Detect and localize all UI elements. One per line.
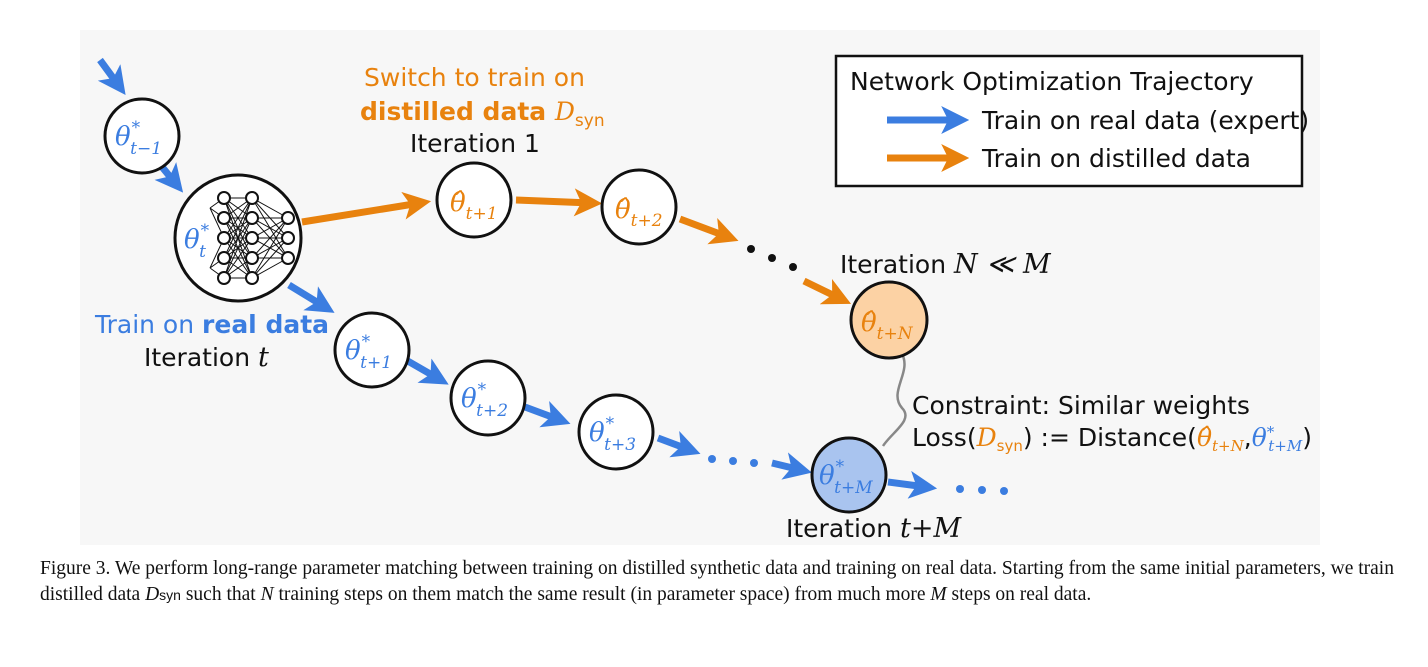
svg-text:θ*t+2: θ*t+2 <box>461 380 508 421</box>
arrow-dist-t-t1 <box>301 191 432 226</box>
node-theta-t: θ*t <box>173 173 303 303</box>
figure-caption: Figure 3. We perform long-range paramete… <box>40 558 1394 605</box>
train-real-label: Train on real data <box>94 310 329 339</box>
switch-label-line1: Switch to train on <box>364 63 585 92</box>
switch-label-line2: distilled data Dsyn <box>360 97 605 131</box>
iteration-tM-label: Iteration t+M <box>786 513 962 544</box>
legend-title: Network Optimization Trajectory <box>850 67 1254 96</box>
svg-text:θ*t+M: θ*t+M <box>819 457 873 498</box>
real-ellipsis-dots <box>708 455 1008 495</box>
iteration-t-label: Iteration t <box>144 342 269 373</box>
distilled-ellipsis-dots <box>747 245 797 271</box>
svg-text:θ̂t+1: θ̂t+1 <box>450 188 498 224</box>
arrow-real-t3-dots <box>656 430 701 458</box>
arrow-real-t2-t3 <box>523 401 571 428</box>
iteration-N-label: Iteration N ≪ M <box>840 249 1052 280</box>
arrow-real-t-t1 <box>287 282 335 313</box>
svg-text:θ*t: θ*t <box>184 221 210 262</box>
arrow-dist-t2-dots <box>678 215 739 245</box>
node-theta-hat-t-plus-1: θ̂t+1 <box>435 161 513 239</box>
loss-formula: Loss(Dsyn) := Distance(θ̂t+N,θ*t+M) <box>912 423 1312 455</box>
neural-network-icon <box>209 191 295 285</box>
svg-text:θ̂t+2: θ̂t+2 <box>615 195 663 231</box>
diagram-figure: Network Optimization Trajectory Train on… <box>94 54 1312 544</box>
distilled-trajectory-arrows <box>301 188 852 305</box>
node-theta-real-t-plus-3: θ*t+3 <box>577 393 655 471</box>
arrow-real-dots-tM <box>771 452 812 480</box>
arrow-dist-t1-t2 <box>515 188 603 217</box>
node-theta-hat-t-plus-2: θ̂t+2 <box>600 168 678 246</box>
node-theta-real-t-plus-M: θ*t+M <box>810 436 888 514</box>
node-theta-real-t-plus-1: θ*t+1 <box>333 311 411 389</box>
constraint-label: Constraint: Similar weights <box>912 391 1250 420</box>
svg-text:θ̂t+N: θ̂t+N <box>861 308 914 344</box>
legend: Network Optimization Trajectory Train on… <box>834 54 1309 188</box>
node-theta-t-minus-1: θ*t−1 <box>103 97 181 175</box>
arrow-dist-dots-tN <box>802 277 852 305</box>
svg-text:θ*t+3: θ*t+3 <box>589 414 636 455</box>
svg-text:θ*t+1: θ*t+1 <box>345 332 392 373</box>
arrow-real-tM-out <box>887 470 938 499</box>
arrow-real-t1-t2 <box>404 356 449 385</box>
iteration-1-label: Iteration 1 <box>410 129 540 158</box>
constraint-connector <box>881 353 907 447</box>
arrow-real-in <box>97 57 126 96</box>
legend-distilled-label: Train on distilled data <box>981 144 1251 173</box>
legend-real-label: Train on real data (expert) <box>981 106 1309 135</box>
real-trajectory-arrows <box>97 57 938 499</box>
svg-text:θ*t−1: θ*t−1 <box>115 118 162 159</box>
node-theta-real-t-plus-2: θ*t+2 <box>449 359 527 437</box>
node-theta-hat-t-plus-N: θ̂t+N <box>849 280 929 360</box>
